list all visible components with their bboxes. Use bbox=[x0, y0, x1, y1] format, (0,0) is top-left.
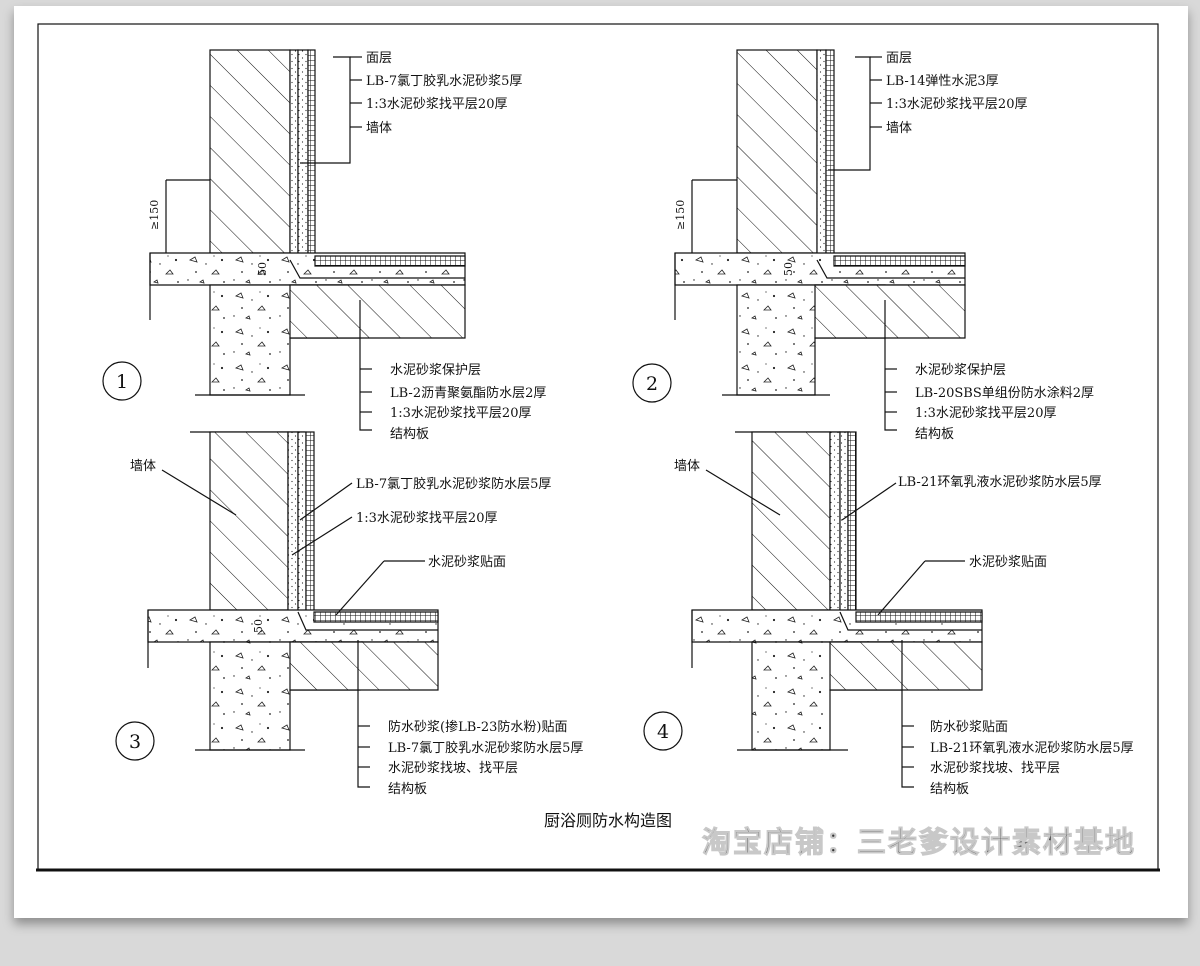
slab-hatch-2 bbox=[814, 284, 966, 339]
drawing-sheet: 面层 LB-7氯丁胶乳水泥砂浆5厚 1:3水泥砂浆找平层20厚 墙体 水泥砂浆保… bbox=[14, 6, 1188, 918]
d2-wall-label-4: 墙体 bbox=[886, 121, 912, 136]
detail-3 bbox=[115, 431, 439, 788]
d1-wall-label-2: LB-7氯丁胶乳水泥砂浆5厚 bbox=[366, 73, 522, 89]
d4-floor-label-4: 结构板 bbox=[930, 782, 969, 797]
detail-1-labels: 面层 LB-7氯丁胶乳水泥砂浆5厚 1:3水泥砂浆找平层20厚 墙体 水泥砂浆保… bbox=[116, 51, 546, 442]
waterproof-layer-3 bbox=[297, 431, 307, 613]
d1-wall-label-1: 面层 bbox=[366, 51, 392, 66]
detail-3-labels: 墙体 LB-7氯丁胶乳水泥砂浆防水层5厚 1:3水泥砂浆找平层20厚 水泥砂浆贴… bbox=[129, 459, 583, 797]
waterproof-turn-2 bbox=[816, 259, 965, 279]
wall-2 bbox=[736, 49, 818, 254]
d2-dim-offset: 50 bbox=[782, 262, 795, 276]
wall-4 bbox=[751, 431, 831, 611]
d4-side-label-1: 墙体 bbox=[674, 459, 700, 474]
finish-layer-1 bbox=[307, 49, 316, 257]
detail-4-labels: 墙体 LB-21环氧乳液水泥砂浆防水层5厚 水泥砂浆贴面 防水砂浆贴面 LB-2… bbox=[657, 459, 1134, 797]
wall-1 bbox=[209, 49, 291, 254]
mortar-layer-1 bbox=[297, 49, 309, 257]
d3-floor-label-2: LB-7氯丁胶乳水泥砂浆防水层5厚 bbox=[388, 740, 583, 756]
d3-side-label-3: 1:3水泥砂浆找平层20厚 bbox=[356, 511, 497, 526]
d2-floor-label-1: 水泥砂浆保护层 bbox=[915, 363, 1006, 378]
mortar-layer-4 bbox=[829, 431, 841, 629]
wall-3 bbox=[209, 431, 289, 611]
d1-wall-label-4: 墙体 bbox=[366, 121, 392, 136]
floor-finish-4 bbox=[855, 611, 983, 623]
waterproof-turn-1 bbox=[289, 259, 465, 279]
d1-wall-label-3: 1:3水泥砂浆找平层20厚 bbox=[366, 97, 507, 112]
d3-floor-label-1: 防水砂浆(掺LB-23防水粉)贴面 bbox=[388, 719, 568, 735]
detail-circle-1 bbox=[102, 361, 142, 401]
d1-dim-offset: 50 bbox=[256, 262, 269, 276]
d3-floor-label-3: 水泥砂浆找坡、找平层 bbox=[388, 761, 518, 776]
finish-layer-4 bbox=[847, 431, 857, 613]
d4-side-label-2: LB-21环氧乳液水泥砂浆防水层5厚 bbox=[898, 474, 1102, 490]
d2-wall-label-2: LB-14弹性水泥3厚 bbox=[886, 74, 999, 89]
detail-1 bbox=[102, 49, 466, 431]
d1-dim-height: ≥150 bbox=[148, 200, 161, 230]
slab-hatch-4 bbox=[829, 641, 983, 691]
floor-finish-2 bbox=[833, 255, 966, 267]
d2-floor-label-4: 结构板 bbox=[915, 427, 954, 442]
d1-floor-label-2: LB-2沥青聚氨酯防水层2厚 bbox=[390, 385, 546, 401]
d4-floor-label-1: 防水砂浆贴面 bbox=[930, 719, 1008, 735]
d4-floor-label-3: 水泥砂浆找坡、找平层 bbox=[930, 761, 1060, 776]
floor-finish-3 bbox=[313, 611, 439, 623]
finish-layer-3 bbox=[305, 431, 315, 613]
d4-number: 4 bbox=[657, 721, 669, 743]
watermark-text: 淘宝店铺：三老爹设计素材基地 bbox=[702, 825, 1136, 859]
d2-floor-label-2: LB-20SBS单组份防水涂料2厚 bbox=[915, 385, 1094, 401]
d3-side-label-1: 墙体 bbox=[130, 459, 156, 474]
d4-floor-label-2: LB-21环氧乳液水泥砂浆防水层5厚 bbox=[930, 740, 1134, 756]
d2-number: 2 bbox=[646, 373, 658, 395]
d3-side-label-4: 水泥砂浆贴面 bbox=[428, 555, 506, 570]
d3-number: 3 bbox=[129, 731, 141, 753]
d1-number: 1 bbox=[116, 371, 128, 393]
d3-dim-offset: 50 bbox=[252, 619, 265, 633]
d2-wall-label-1: 面层 bbox=[886, 51, 912, 66]
drawing-title: 厨浴厕防水构造图 bbox=[544, 811, 672, 830]
d2-dim-height: ≥150 bbox=[674, 200, 687, 230]
d2-wall-label-3: 1:3水泥砂浆找平层20厚 bbox=[886, 97, 1027, 112]
detail-2-labels: 面层 LB-14弹性水泥3厚 1:3水泥砂浆找平层20厚 墙体 水泥砂浆保护层 … bbox=[646, 51, 1094, 442]
detail-circle-4 bbox=[643, 711, 683, 751]
detail-circle-3 bbox=[115, 721, 155, 761]
d1-floor-label-4: 结构板 bbox=[390, 427, 429, 442]
d1-floor-label-1: 水泥砂浆保护层 bbox=[390, 363, 481, 378]
detail-4 bbox=[643, 431, 983, 788]
detail-circle-2 bbox=[632, 363, 672, 403]
mortar-layer-3 bbox=[287, 431, 299, 629]
slab-hatch-3 bbox=[289, 641, 439, 691]
finish-layer-2 bbox=[825, 49, 835, 257]
waterproof-layer-4 bbox=[839, 431, 849, 613]
floor-finish-1 bbox=[314, 255, 466, 267]
d1-floor-label-3: 1:3水泥砂浆找平层20厚 bbox=[390, 406, 531, 421]
detail-2 bbox=[632, 49, 966, 431]
drawing-canvas: 面层 LB-7氯丁胶乳水泥砂浆5厚 1:3水泥砂浆找平层20厚 墙体 水泥砂浆保… bbox=[36, 23, 1160, 872]
d3-floor-label-4: 结构板 bbox=[388, 782, 427, 797]
plaster-layer-1 bbox=[289, 49, 299, 261]
slab-hatch-1 bbox=[289, 284, 466, 339]
d3-side-label-2: LB-7氯丁胶乳水泥砂浆防水层5厚 bbox=[356, 476, 551, 492]
d2-floor-label-3: 1:3水泥砂浆找平层20厚 bbox=[915, 406, 1056, 421]
mortar-layer-2 bbox=[816, 49, 827, 261]
d4-side-label-3: 水泥砂浆贴面 bbox=[969, 555, 1047, 570]
